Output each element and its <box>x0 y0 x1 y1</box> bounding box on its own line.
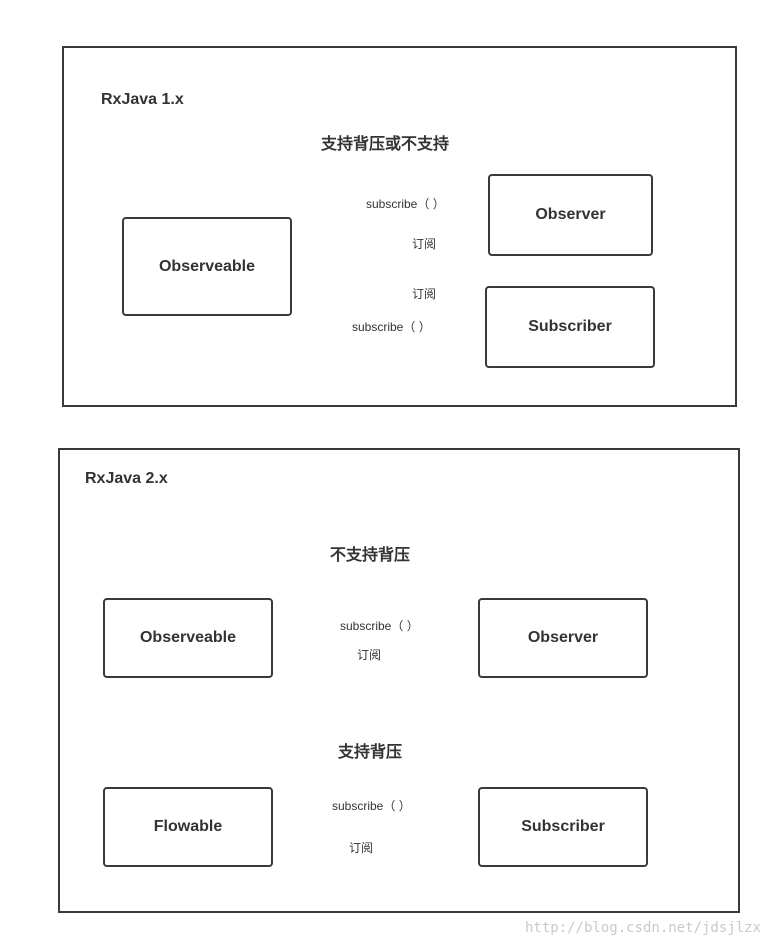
edge-label-subscribe: subscribe（ ） <box>366 197 445 211</box>
edge-label-subscribe: subscribe（ ） <box>352 320 431 334</box>
panel-title-rxjava-2x: RxJava 2.x <box>85 470 168 487</box>
edge-sublabel-subscribe-cn: 订阅 <box>349 841 374 855</box>
node-observeable-2x: Observeable <box>103 598 273 678</box>
watermark-text: http://blog.csdn.net/jdsjlzx <box>524 920 761 936</box>
node-flowable-2x: Flowable <box>103 787 273 867</box>
node-subscriber-1x: Subscriber <box>485 286 655 368</box>
edge-sublabel-subscribe-cn: 订阅 <box>412 287 437 301</box>
node-subscriber-2x: Subscriber <box>478 787 648 867</box>
node-observer-2x: Observer <box>478 598 648 678</box>
section-title-backpressure-optional: 支持背压或不支持 <box>320 136 449 153</box>
edge-label-subscribe: subscribe（ ） <box>332 799 411 813</box>
node-observeable-1x: Observeable <box>122 217 292 316</box>
node-observer-1x: Observer <box>488 174 653 256</box>
section-title-no-backpressure: 不支持背压 <box>329 547 410 564</box>
edge-sublabel-subscribe-cn: 订阅 <box>412 237 437 251</box>
panel-title-rxjava-1x: RxJava 1.x <box>101 91 184 108</box>
edge-sublabel-subscribe-cn: 订阅 <box>357 648 382 662</box>
edge-label-subscribe: subscribe（ ） <box>340 619 419 633</box>
section-title-backpressure: 支持背压 <box>337 744 402 761</box>
